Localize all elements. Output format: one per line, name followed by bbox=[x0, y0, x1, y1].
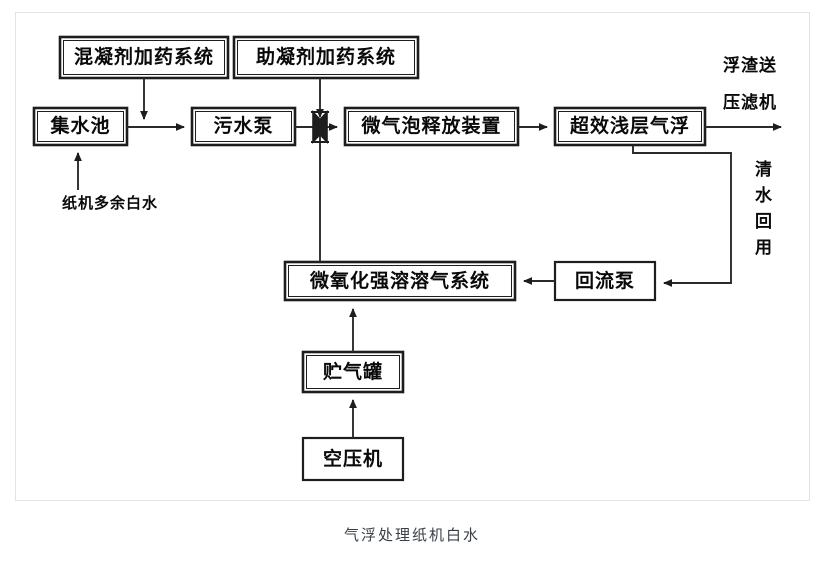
node-gas-storage-tank[interactable] bbox=[303, 352, 403, 392]
box-collection-pool[interactable] bbox=[32, 106, 129, 147]
annotation-clear-water-reuse: 清水回用 bbox=[751, 160, 771, 264]
node-shallow-air-flotation[interactable] bbox=[555, 108, 705, 145]
node-micro-oxidation-system[interactable] bbox=[285, 262, 515, 300]
box-flocculant-dosing[interactable] bbox=[232, 35, 420, 80]
box-microbubble-release-inner bbox=[348, 111, 515, 142]
node-return-pump[interactable] bbox=[555, 262, 655, 300]
box-gas-storage-tank-inner bbox=[306, 355, 400, 389]
node-microbubble-release[interactable] bbox=[345, 108, 518, 145]
box-return-pump[interactable] bbox=[553, 260, 657, 302]
node-coagulant-dosing[interactable] bbox=[60, 37, 228, 78]
dosing-injection-valve-icon bbox=[311, 109, 329, 145]
annotation-white-water-inlet: 纸机多余白水 bbox=[62, 194, 159, 212]
node-sewage-pump[interactable] bbox=[192, 108, 295, 145]
box-micro-oxidation-system[interactable] bbox=[283, 260, 517, 302]
box-air-compressor[interactable] bbox=[301, 436, 405, 482]
annotation-scum-line-2: 压滤机 bbox=[723, 93, 777, 113]
edge-flotation-to-returnpump bbox=[632, 145, 732, 287]
box-micro-oxidation-system-inner bbox=[288, 265, 512, 297]
box-shallow-air-flotation-inner bbox=[558, 111, 702, 142]
box-collection-pool-inner bbox=[37, 111, 124, 142]
diagram-caption: 气浮处理纸机白水 bbox=[343, 526, 480, 544]
node-collection-pool[interactable] bbox=[34, 108, 127, 145]
box-microbubble-release[interactable] bbox=[343, 106, 520, 147]
box-shallow-air-flotation[interactable] bbox=[553, 106, 707, 147]
annotation-scum-line-1: 浮渣送 bbox=[723, 56, 777, 76]
node-air-compressor[interactable] bbox=[303, 438, 403, 480]
box-sewage-pump-inner bbox=[195, 111, 292, 142]
node-flocculant-dosing[interactable] bbox=[234, 37, 418, 78]
box-coagulant-dosing-inner bbox=[63, 40, 225, 75]
diagram-frame bbox=[15, 12, 810, 501]
box-gas-storage-tank[interactable] bbox=[301, 350, 405, 394]
box-flocculant-dosing-inner bbox=[237, 40, 415, 75]
